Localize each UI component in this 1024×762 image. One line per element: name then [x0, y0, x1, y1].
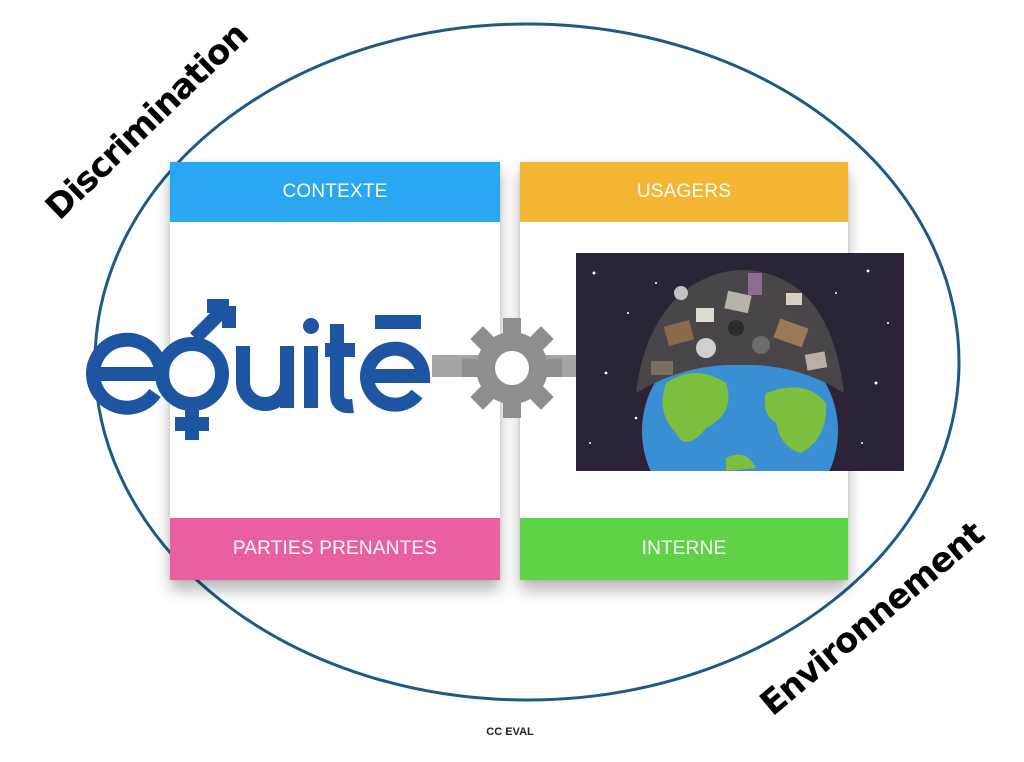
band-parties-prenantes: PARTIES PRENANTES [170, 518, 500, 580]
card-left: CONTEXTE PARTIES PRENANTES [170, 162, 500, 580]
footer-credit: CC EVAL [486, 726, 534, 738]
band-interne: INTERNE [520, 518, 848, 580]
equite-logo [86, 299, 431, 440]
band-contexte: CONTEXTE [170, 162, 500, 222]
earth-waste-illustration [576, 253, 904, 471]
band-usagers: USAGERS [520, 162, 848, 222]
